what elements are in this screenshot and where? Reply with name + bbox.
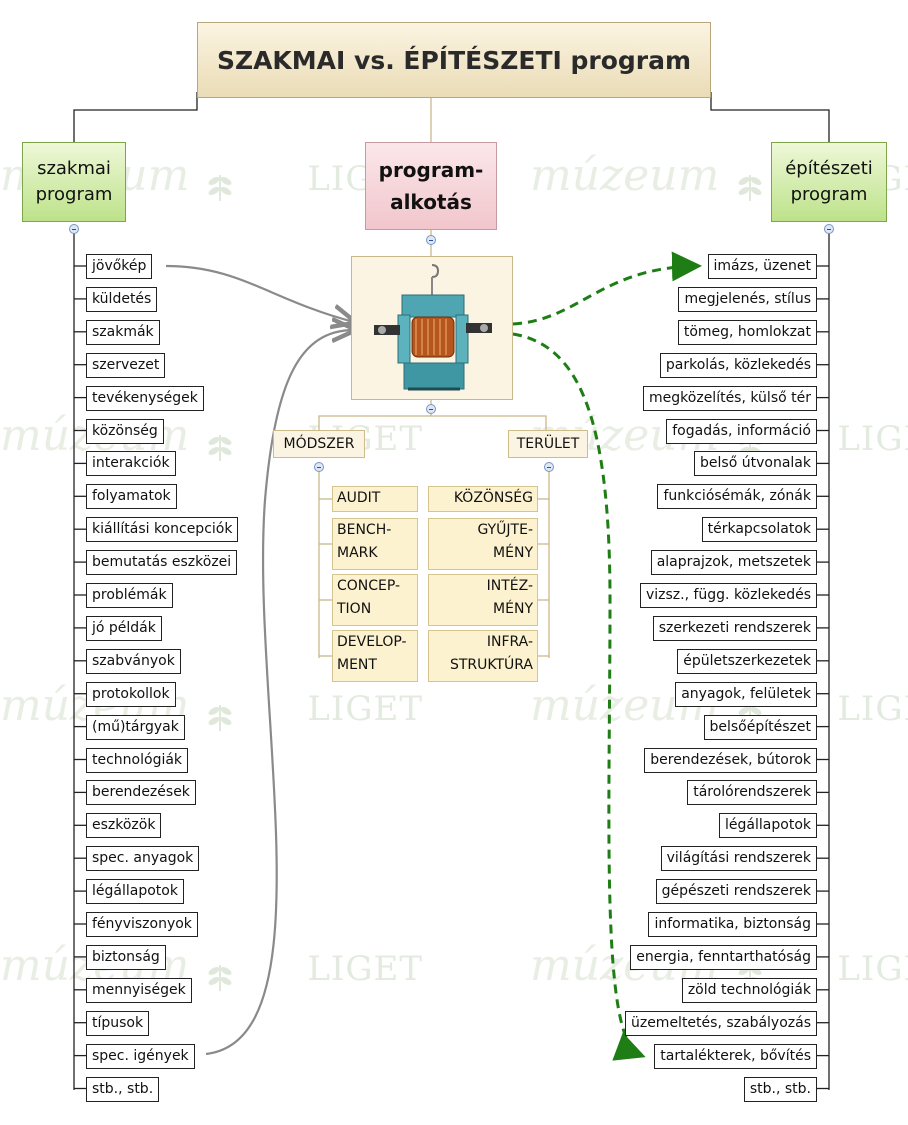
right-list-item: fogadás, információ: [666, 418, 817, 444]
areas-item-line: MÉNY: [493, 601, 533, 617]
right-head-line1: építészeti: [785, 158, 873, 179]
main-title: SZAKMAI vs. ÉPÍTÉSZETI program: [197, 22, 711, 98]
left-list-item: technológiák: [86, 747, 189, 773]
left-list-item: közönség: [86, 418, 164, 444]
right-list-item: berendezések, bútorok: [644, 747, 817, 773]
center-topic-programalkotas: program- alkotás: [365, 142, 497, 230]
methods-item: AUDIT: [332, 486, 418, 512]
left-topic-szakmai-program: szakmai program: [22, 142, 126, 222]
right-list-item: épületszerkezetek: [677, 648, 817, 674]
left-list-item: jó példák: [86, 615, 162, 641]
center-head-line2: alkotás: [390, 190, 472, 214]
left-head-line2: program: [35, 184, 113, 205]
methods-item-line: AUDIT: [337, 490, 381, 506]
right-list-item: szerkezeti rendszerek: [652, 615, 817, 641]
areas-item: INTÉZ- MÉNY: [428, 574, 538, 626]
right-list-item: belsőépítészet: [703, 714, 817, 740]
right-list-item: tárolórendszerek: [687, 780, 817, 806]
right-list-item: gépészeti rendszerek: [655, 879, 817, 905]
left-list-item: eszközök: [86, 813, 162, 839]
method-category: MÓDSZER: [273, 430, 365, 458]
right-list-item: parkolás, közlekedés: [659, 352, 817, 378]
right-list-item: funkciósémák, zónák: [657, 484, 817, 510]
right-list-item: zöld technológiák: [681, 977, 817, 1003]
areas-item-line: GYŰJTE-: [477, 522, 533, 538]
left-list-item: tevékenységek: [86, 385, 204, 411]
right-list-item: alaprajzok, metszetek: [650, 550, 817, 576]
right-list-item: informatika, biztonság: [648, 912, 817, 937]
methods-item: CONCEP- TION: [332, 574, 418, 626]
left-list-item: problémák: [86, 583, 173, 608]
methods-item-line: CONCEP-: [337, 578, 401, 594]
left-list-item: mennyiségek: [86, 977, 192, 1003]
methods-item-line: MARK: [337, 545, 378, 561]
relay-image: [351, 256, 513, 400]
left-list-item: szervezet: [86, 352, 166, 378]
collapse-relay-button[interactable]: [426, 404, 436, 414]
right-list-item: energia, fenntarthatóság: [630, 944, 817, 970]
left-list-item: stb., stb.: [86, 1076, 160, 1102]
methods-item-line: DEVELOP-: [337, 634, 407, 650]
areas-item: KÖZÖNSÉG: [428, 486, 538, 512]
methods-item-line: MENT: [337, 657, 377, 673]
right-list-item: imázs, üzenet: [707, 254, 817, 279]
right-list-item: megközelítés, külső tér: [643, 385, 817, 411]
methods-item-line: BENCH-: [337, 522, 392, 538]
methods-item: BENCH- MARK: [332, 518, 418, 570]
left-list-item: jövőkép: [86, 254, 153, 279]
right-list-item: tartalékterek, bővítés: [654, 1043, 817, 1069]
center-head-line1: program-: [378, 158, 484, 182]
right-list-item: térkapcsolatok: [701, 517, 817, 543]
left-list-item: spec. anyagok: [86, 846, 200, 872]
left-list-item: biztonság: [86, 944, 166, 970]
area-category: TERÜLET: [508, 430, 588, 458]
left-list-item: folyamatok: [86, 484, 177, 510]
right-topic-epiteszeti-program: építészeti program: [771, 142, 887, 222]
areas-item-line: INFRA-: [486, 634, 533, 650]
right-list-item: vizsz., függ. közlekedés: [639, 583, 817, 608]
areas-item-line: KÖZÖNSÉG: [453, 490, 533, 506]
right-list-item: anyagok, felületek: [675, 681, 817, 707]
areas-item: GYŰJTE- MÉNY: [428, 518, 538, 570]
right-head-line2: program: [790, 184, 868, 205]
left-list-item: bemutatás eszközei: [86, 550, 238, 576]
left-list-item: berendezések: [86, 780, 196, 806]
left-list-item: küldetés: [86, 286, 158, 312]
methods-item: DEVELOP- MENT: [332, 630, 418, 682]
left-list-item: fényviszonyok: [86, 912, 198, 937]
left-list-item: légállapotok: [86, 879, 184, 905]
collapse-center-button[interactable]: [426, 235, 436, 245]
right-list-item: tömeg, homlokzat: [677, 319, 817, 345]
left-list-item: protokollok: [86, 681, 176, 707]
collapse-left-button[interactable]: [69, 224, 79, 234]
right-list-item: üzemeltetés, szabályozás: [624, 1010, 817, 1036]
right-list-item: megjelenés, stílus: [678, 286, 817, 312]
left-list-item: interakciók: [86, 451, 176, 477]
right-list-item: világítási rendszerek: [660, 846, 817, 872]
right-list-item: légállapotok: [719, 813, 817, 839]
left-list-item: spec. igények: [86, 1043, 195, 1069]
left-head-line1: szakmai: [37, 158, 111, 179]
collapse-areas-button[interactable]: [544, 462, 554, 472]
left-list-item: szabványok: [86, 648, 181, 674]
areas-item-line: INTÉZ-: [486, 578, 533, 594]
left-list-item: (mű)tárgyak: [86, 714, 185, 740]
collapse-right-button[interactable]: [824, 224, 834, 234]
right-list-item: stb., stb.: [743, 1076, 817, 1102]
areas-item-line: STRUKTÚRA: [449, 657, 533, 673]
relay-illustration: [374, 264, 492, 391]
collapse-methods-button[interactable]: [314, 462, 324, 472]
areas-item: INFRA- STRUKTÚRA: [428, 630, 538, 682]
right-list-item: belső útvonalak: [694, 451, 817, 477]
left-list-item: szakmák: [86, 319, 160, 345]
left-list-item: kiállítási koncepciók: [86, 517, 239, 543]
left-list-item: típusok: [86, 1010, 150, 1036]
areas-item-line: MÉNY: [493, 545, 533, 561]
methods-item-line: TION: [337, 601, 372, 617]
